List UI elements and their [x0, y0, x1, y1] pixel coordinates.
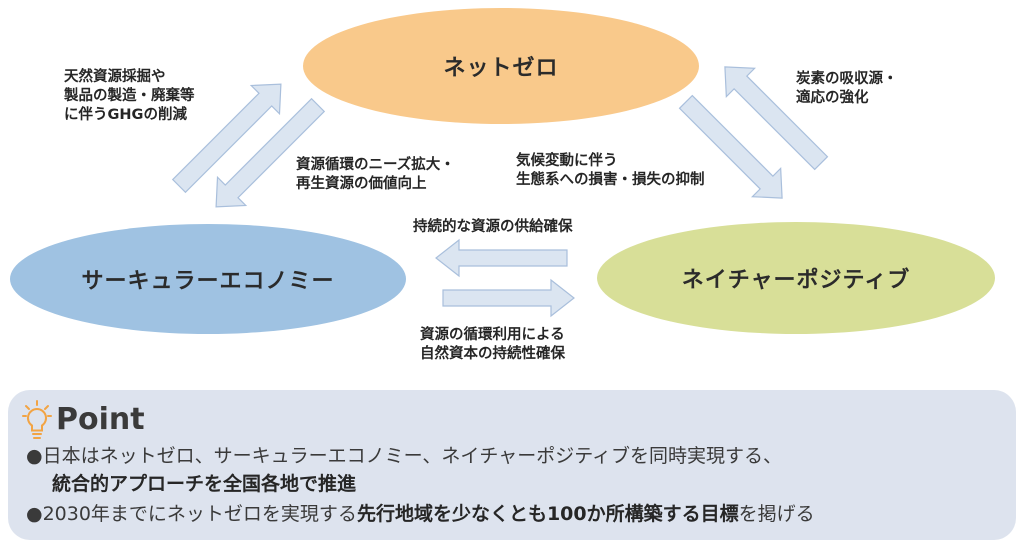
point-title: Point [56, 402, 145, 437]
label-nz-to-ce: 資源循環のニーズ拡大・ 再生資源の価値向上 [296, 157, 455, 192]
label-ce-to-np: 資源の循環利用による 自然資本の持続性確保 [420, 327, 565, 362]
arrow-np-to-ce [435, 238, 568, 278]
point-line-3: ●2030年までにネットゼロを実現する先行地域を少なくとも100か所構築する目標… [26, 503, 815, 525]
relationship-arrows [171, 66, 829, 318]
node-nature-positive: ネイチャーポジティブ [597, 222, 995, 334]
label-np-to-nz: 炭素の吸収源・ 適応の強化 [796, 71, 898, 106]
node-netzero: ネットゼロ [303, 8, 699, 124]
point-line-2: 統合的アプローチを全国各地で推進 [52, 473, 357, 495]
node-circular-economy: サーキュラーエコノミー [10, 224, 406, 334]
point-line-1: ●日本はネットゼロ、サーキュラーエコノミー、ネイチャーポジティブを同時実現する、 [26, 445, 783, 467]
label-nz-to-np: 気候変動に伴う 生態系への損害・損失の抑制 [516, 153, 705, 188]
arrow-ce-to-np [442, 278, 575, 318]
arrow-ce-to-nz [171, 83, 282, 194]
arrow-nz-to-np [678, 94, 783, 199]
label-np-to-ce: 持続的な資源の供給確保 [413, 219, 573, 235]
arrow-nz-to-ce [215, 97, 326, 208]
arrow-np-to-nz [724, 66, 829, 171]
label-ce-to-nz: 天然資源採掘や 製品の製造・廃棄等 に伴うGHGの削減 [64, 69, 195, 123]
lightbulb-icon [22, 400, 52, 439]
point-box [8, 390, 1016, 540]
